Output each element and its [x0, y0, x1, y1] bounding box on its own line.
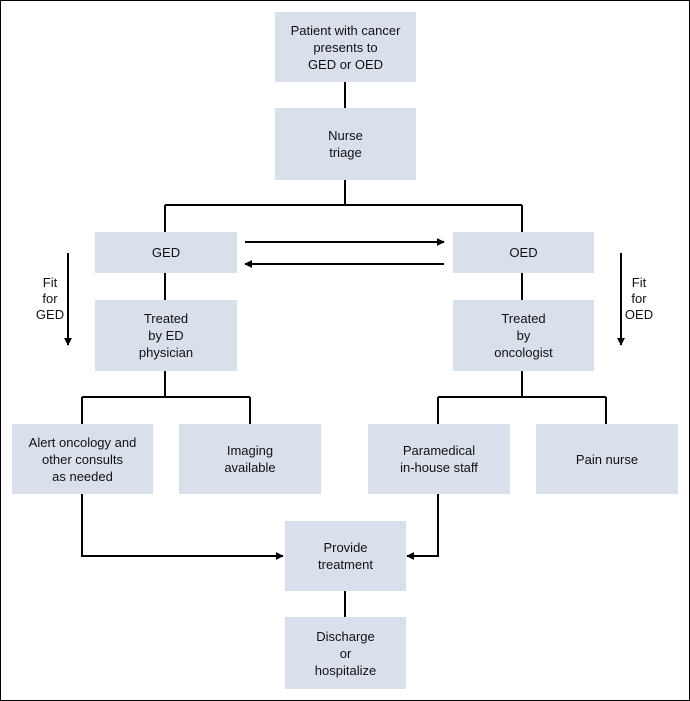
- node-provide-treatment: Provide treatment: [285, 521, 406, 591]
- node-discharge-hospitalize: Discharge or hospitalize: [285, 617, 406, 689]
- node-pain-nurse: Pain nurse: [536, 424, 678, 494]
- node-ged: GED: [95, 232, 237, 273]
- label-fit-for-ged: Fit for GED: [35, 275, 65, 322]
- label-fit-for-oed: Fit for OED: [624, 275, 654, 322]
- arrow-alert-to-provide: [81, 494, 284, 560]
- node-treated-oncologist: Treated by oncologist: [453, 300, 594, 371]
- node-patient-presents: Patient with cancer presents to GED or O…: [275, 12, 416, 82]
- node-imaging-available: Imaging available: [179, 424, 321, 494]
- node-treated-ed-physician: Treated by ED physician: [95, 300, 237, 371]
- arrow-paramedical-to-provide: [406, 494, 439, 560]
- node-oed: OED: [453, 232, 594, 273]
- node-nurse-triage: Nurse triage: [275, 108, 416, 180]
- node-paramedical-staff: Paramedical in-house staff: [368, 424, 510, 494]
- node-alert-oncology: Alert oncology and other consults as nee…: [12, 424, 153, 494]
